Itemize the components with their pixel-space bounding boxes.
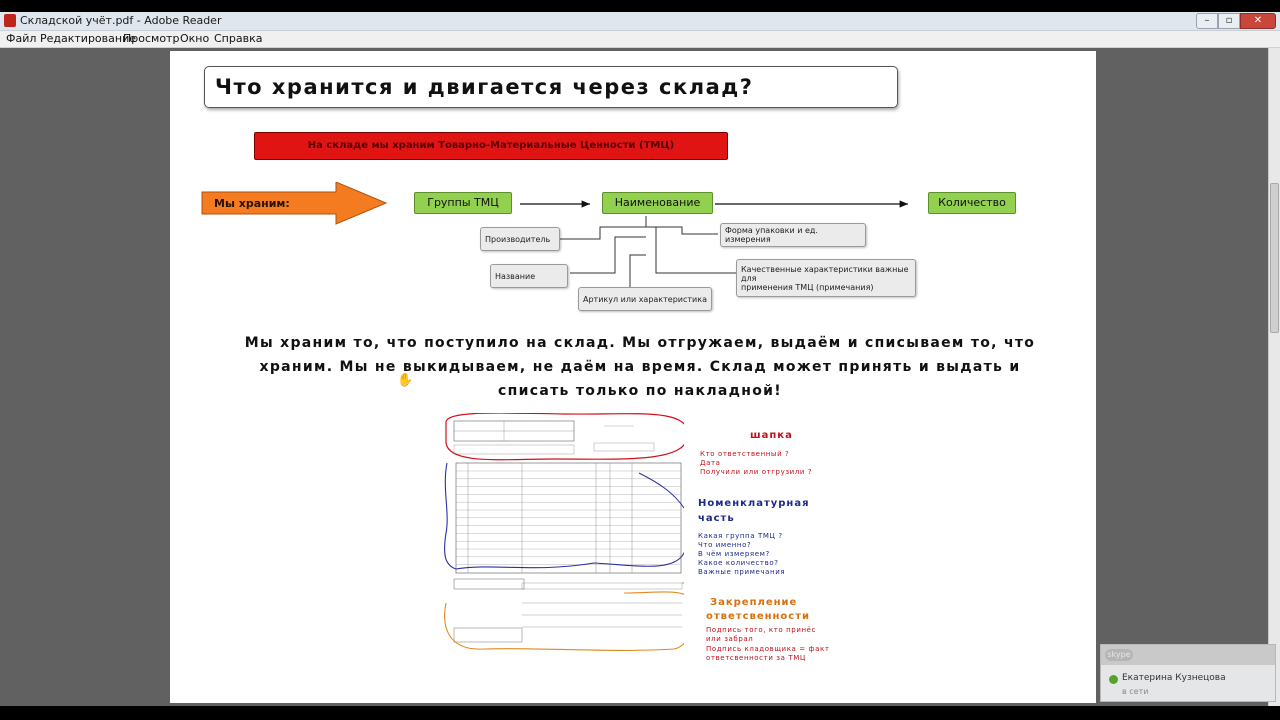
- window-titlebar: Складской учёт.pdf - Adobe Reader – ▫ ✕: [0, 12, 1280, 31]
- slide-title-box: Что хранится и двигается через склад?: [204, 66, 898, 108]
- box-name: Наименование: [602, 192, 713, 214]
- menu-view[interactable]: Просмотр: [123, 32, 180, 45]
- annotation-r4: ответсвенности за ТМЦ: [706, 654, 806, 662]
- box-producer: Производитель: [480, 227, 560, 251]
- annotation-h1: Кто ответственный ?: [700, 450, 790, 458]
- menu-help[interactable]: Справка: [214, 32, 263, 45]
- banner-text: На складе мы храним Товарно-Материальные…: [307, 140, 675, 151]
- orange-arrow-shape: [201, 182, 388, 225]
- vertical-scrollbar[interactable]: [1268, 48, 1280, 706]
- box-article: Артикул или характеристика: [578, 287, 712, 311]
- window-title: Складской учёт.pdf - Adobe Reader: [20, 14, 222, 27]
- waybill-drawing: [444, 413, 684, 651]
- skype-header: skype: [1101, 645, 1275, 665]
- contact-name[interactable]: Екатерина Кузнецова: [1122, 673, 1226, 683]
- diagram-connectors: [520, 200, 908, 287]
- annotation-n5: Важные примечания: [698, 568, 786, 576]
- hand-cursor-icon: ✋: [397, 373, 414, 388]
- annotation-responsibility-2: ответсвенности: [706, 611, 811, 622]
- quality-line-2: применения ТМЦ (примечания): [741, 282, 874, 292]
- online-status-icon: [1109, 675, 1118, 684]
- annotation-h2: Дата: [700, 459, 721, 467]
- box-quantity: Количество: [928, 192, 1016, 214]
- annotation-header: шапка: [750, 430, 793, 441]
- menu-window[interactable]: Окно: [180, 32, 210, 45]
- contact-status: в сети: [1122, 687, 1149, 696]
- annotation-responsibility-1: Закрепление: [710, 597, 798, 608]
- scrollbar-thumb[interactable]: [1270, 183, 1279, 333]
- menu-bar: Файл Редактирование Просмотр Окно Справк…: [0, 31, 1280, 48]
- annotation-r3: Подпись кладовщика = факт: [706, 645, 830, 653]
- annotation-n3: В чём измеряем?: [698, 550, 770, 558]
- box-pack: Форма упаковки и ед. измерения: [720, 223, 866, 247]
- annotation-n2: Что именно?: [698, 541, 752, 549]
- annotation-n4: Какое количество?: [698, 559, 779, 567]
- box-tmc-groups: Группы ТМЦ: [414, 192, 512, 214]
- skype-notification[interactable]: skype Екатерина Кузнецова в сети: [1100, 644, 1276, 702]
- waybill-scan: [444, 413, 684, 653]
- annotation-nomenclature-2: часть: [698, 513, 735, 524]
- annotation-h3: Получили или отгрузили ?: [700, 468, 813, 476]
- arrow-label: Мы храним:: [214, 197, 290, 210]
- menu-edit[interactable]: Редактирование: [40, 32, 136, 45]
- main-paragraph: Мы храним то, что поступило на склад. Мы…: [244, 335, 1036, 399]
- minimize-button[interactable]: –: [1196, 13, 1218, 29]
- annotation-r2: или забрал: [706, 635, 754, 643]
- red-banner: На складе мы храним Товарно-Материальные…: [254, 132, 728, 160]
- box-title: Название: [490, 264, 568, 288]
- box-quality: Качественные характеристики важные для п…: [736, 259, 916, 297]
- annotation-n1: Какая группа ТМЦ ?: [698, 532, 783, 540]
- pdf-page[interactable]: Что хранится и двигается через склад? На…: [170, 51, 1096, 703]
- annotation-r1: Подпись того, кто принёс: [706, 626, 816, 634]
- quality-line-1: Качественные характеристики важные для: [741, 264, 909, 283]
- maximize-button[interactable]: ▫: [1218, 13, 1240, 29]
- menu-file[interactable]: Файл: [6, 32, 37, 45]
- slide-title: Что хранится и двигается через склад?: [215, 75, 754, 99]
- annotation-nomenclature-1: Номенклатурная: [698, 498, 810, 509]
- adobe-reader-icon: [4, 14, 16, 27]
- close-button[interactable]: ✕: [1240, 13, 1276, 29]
- skype-logo-icon: skype: [1105, 649, 1133, 661]
